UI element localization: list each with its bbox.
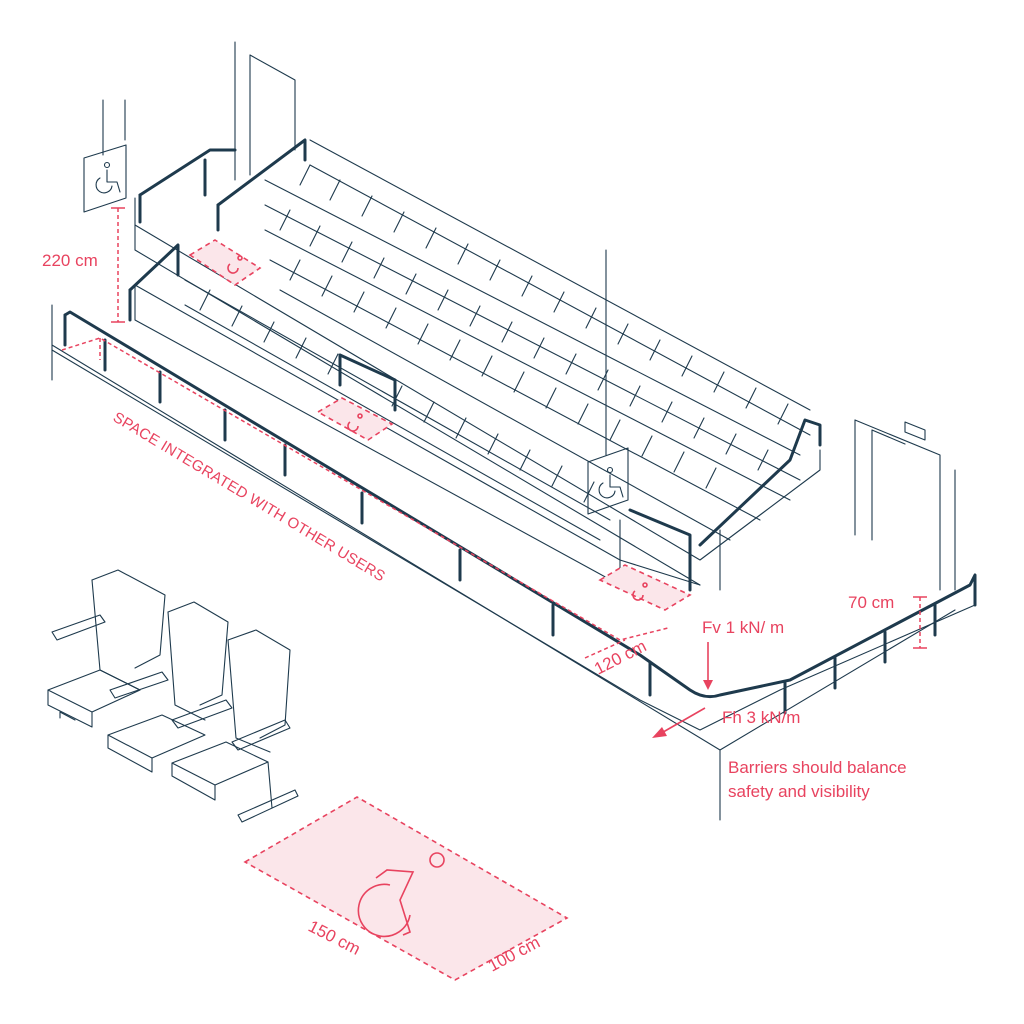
three-seats bbox=[47, 569, 299, 823]
front-barrier-rail bbox=[63, 310, 977, 699]
handrails bbox=[63, 138, 977, 715]
dimension-220: 220 cm bbox=[42, 207, 125, 323]
platform-edge bbox=[51, 349, 976, 731]
wheelchair-sign-left bbox=[83, 99, 127, 213]
left-wall bbox=[51, 41, 721, 751]
note-line-1: Barriers should balance bbox=[728, 758, 907, 777]
wheelchair-symbol-icon bbox=[357, 852, 445, 938]
seat-1 bbox=[47, 569, 166, 728]
seat-2 bbox=[107, 601, 229, 773]
dimension-70: 70 cm bbox=[848, 593, 927, 649]
force-vertical: Fv 1 kN/ m bbox=[702, 618, 784, 690]
wheelchair-space-icon bbox=[227, 255, 648, 601]
wheelchair-sign-center bbox=[587, 249, 629, 515]
force-horizontal: Fh 3 kN/m bbox=[652, 707, 800, 738]
wheelchair-sign-icon bbox=[598, 466, 624, 499]
seat-3 bbox=[171, 629, 299, 823]
right-door bbox=[719, 419, 956, 821]
floor-wheelchair-space: 150 cm 100 cm bbox=[243, 796, 569, 981]
lower-tier bbox=[134, 279, 721, 591]
wheelchair-sign-icon bbox=[95, 161, 121, 194]
fv-label: Fv 1 kN/ m bbox=[702, 618, 784, 637]
top-left-handrail bbox=[138, 148, 237, 197]
height-70-label: 70 cm bbox=[848, 593, 894, 612]
height-220-label: 220 cm bbox=[42, 251, 98, 270]
upper-tier bbox=[134, 139, 821, 586]
fh-label: Fh 3 kN/m bbox=[722, 708, 800, 727]
note-line-2: safety and visibility bbox=[728, 782, 870, 801]
integrated-space-boundary bbox=[61, 337, 669, 641]
wheelchair-spaces bbox=[188, 239, 692, 611]
